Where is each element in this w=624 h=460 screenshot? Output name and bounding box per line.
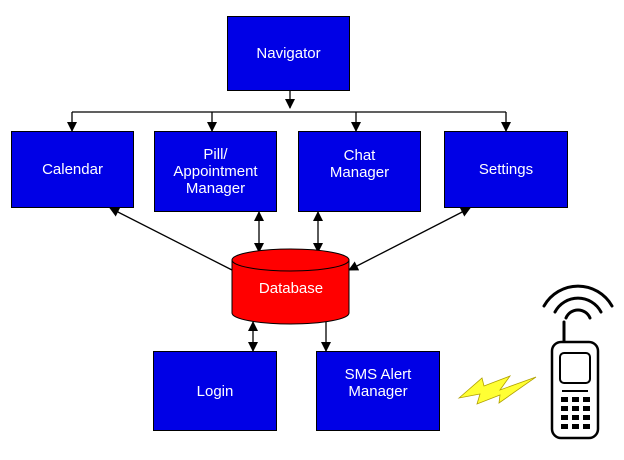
database-cylinder — [231, 248, 350, 325]
sms-alert-manager-label: SMS Alert Manager — [344, 366, 412, 400]
pill-appointment-manager-box: Pill/ Appointment Manager — [154, 131, 277, 212]
arrow-database-calendar — [109, 207, 233, 271]
database-label: Database — [258, 280, 324, 297]
pill-appointment-manager-label: Pill/ Appointment Manager — [173, 146, 258, 197]
navigator-box: Navigator — [227, 16, 350, 91]
settings-label: Settings — [478, 161, 534, 178]
arrow-database-settings — [348, 207, 471, 271]
database-connectors — [109, 207, 471, 352]
chat-manager-label: Chat Manager — [329, 146, 390, 181]
sms-alert-manager-box: SMS Alert Manager — [316, 351, 440, 431]
settings-box: Settings — [444, 131, 568, 208]
calendar-label: Calendar — [42, 161, 103, 178]
calendar-box: Calendar — [11, 131, 134, 208]
navigator-label: Navigator — [256, 45, 321, 62]
mobile-phone-icon — [550, 340, 600, 440]
lightning-bolt-icon — [457, 375, 537, 405]
login-label: Login — [196, 382, 234, 400]
login-box: Login — [153, 351, 277, 431]
chat-manager-box: Chat Manager — [298, 131, 421, 212]
navigator-connector — [67, 91, 511, 132]
wireless-signal-icon — [542, 284, 614, 346]
